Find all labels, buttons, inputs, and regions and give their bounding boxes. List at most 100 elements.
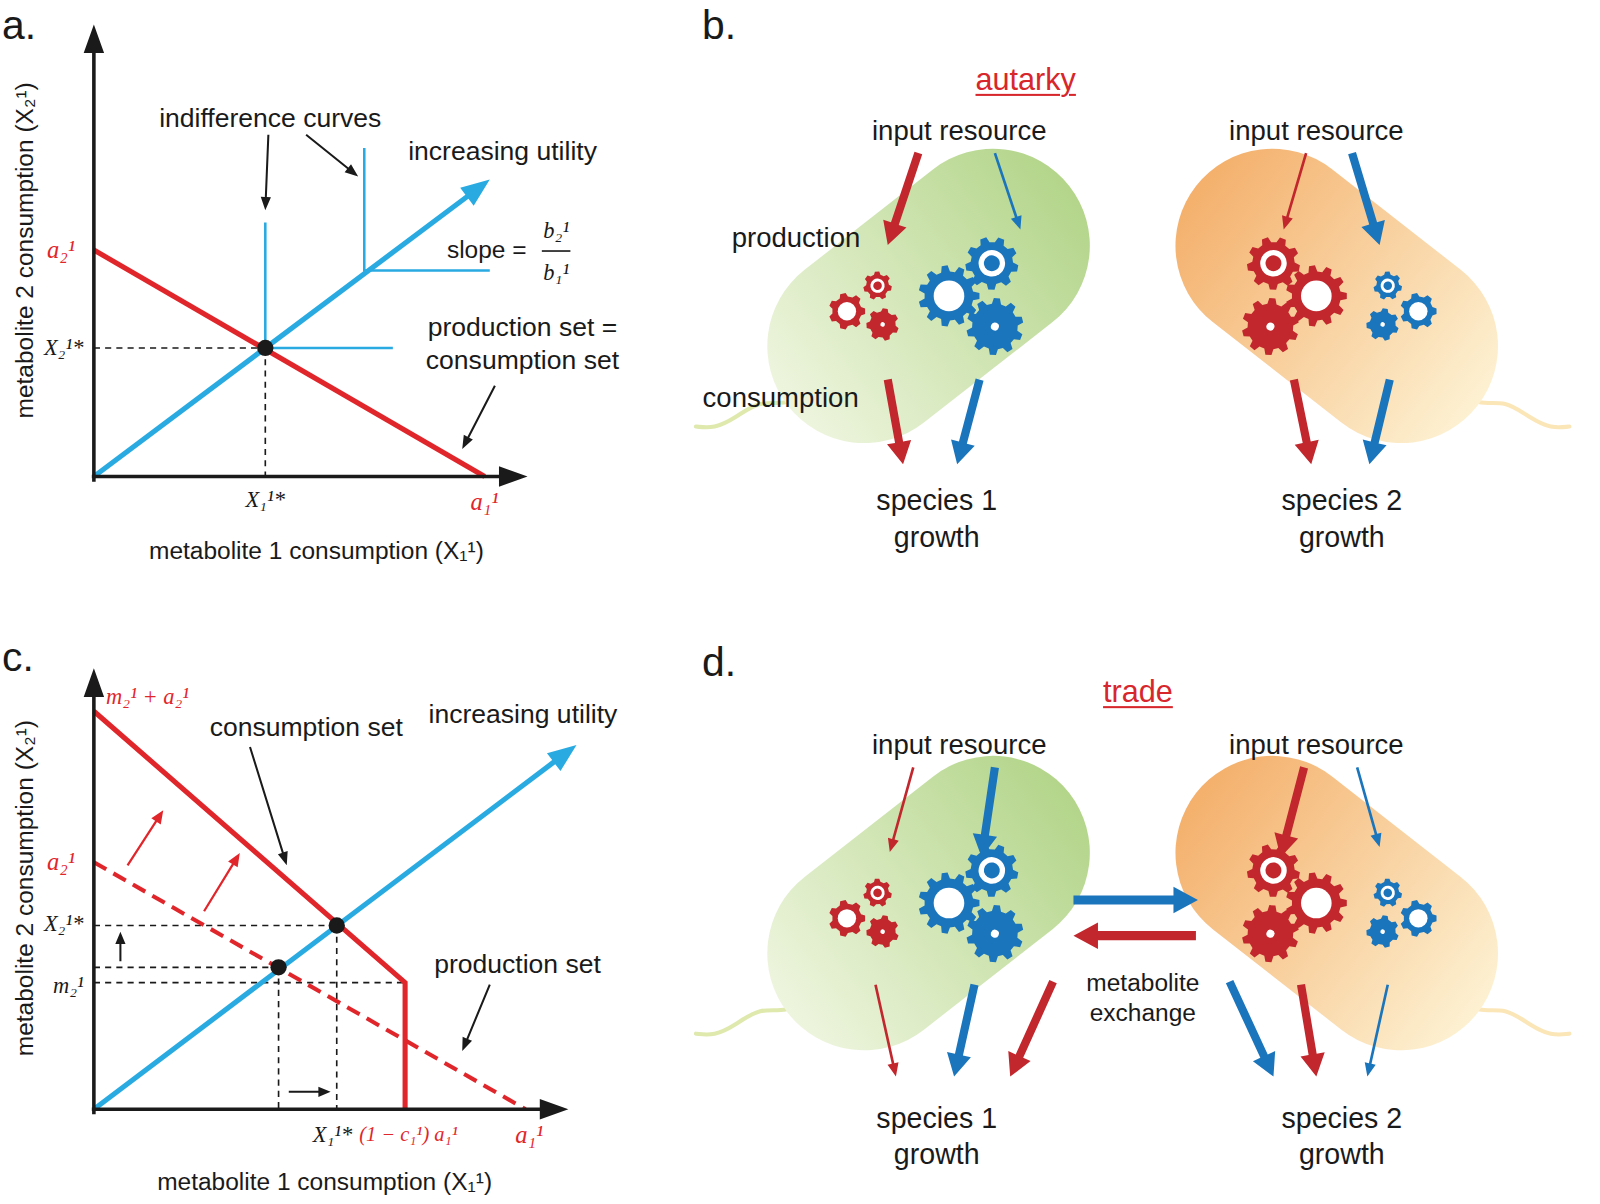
flux-arrow [1274,766,1308,857]
gear-teeth [1234,290,1308,363]
gear-hole [990,928,1000,938]
axis-value: X₁¹* [245,486,284,515]
gear-icon [1362,911,1404,953]
outcome-label: species 2 growth [1255,1100,1428,1173]
panel-letter: a. [2,0,36,51]
guide-line [94,967,279,969]
axis-value: X₂¹* [44,334,83,363]
panel-title: trade [1103,672,1173,711]
gear-icon [1401,293,1437,330]
axis-value: a₁¹ [515,1119,543,1150]
shift-arrow [203,853,240,912]
gear-hole [1301,888,1332,919]
gear-teeth [1401,900,1437,937]
gear-icon [1234,290,1308,363]
guide-line [94,982,405,984]
gear-hub [873,888,883,898]
gear-hole [880,322,886,328]
gear-teeth [861,269,894,302]
flow-label: input resource [1229,113,1404,148]
gear-hole [838,909,856,927]
panel-letter: c. [2,631,34,683]
gear-hole [1379,277,1396,294]
cell-pair [696,717,1569,1090]
gear-teeth [1372,269,1405,302]
gear-teeth [861,876,894,909]
gear-teeth [829,293,865,330]
gear-teeth [961,232,1022,294]
exchange-arrow [1073,922,1195,949]
fraction-denominator: b₁¹ [543,258,569,287]
guide-line [278,967,280,1109]
axis-title: metabolite 2 consumption (X₂¹) [9,720,40,1056]
annotation: indifference curves [159,101,381,135]
gear-teeth [1243,232,1304,294]
axis-title: metabolite 1 consumption (X₁¹) [149,535,484,566]
flux-arrow [1363,379,1394,465]
gear-hole [869,277,886,294]
cell-body [1136,717,1537,1090]
guide-line [94,347,265,349]
flow-label: consumption [703,380,859,415]
gear-hole [1301,281,1332,312]
gear-hole [869,884,886,901]
axis-value: m₂¹ + a₂¹ [106,683,189,712]
panel-letter: b. [702,0,736,51]
gear-teeth [862,304,904,346]
gear-hub [1383,281,1393,291]
gear-icon [961,232,1022,294]
flow-label: input resource [1229,727,1404,762]
utility-arrow [92,745,576,1111]
gear-teeth [961,839,1022,901]
gear-icon [1362,304,1404,346]
gear-hole [934,888,965,919]
flux-arrow [1297,984,1325,1077]
flux-arrow [1290,379,1319,465]
gear-hub [983,254,1002,273]
leader-arrow [305,134,358,177]
gear-teeth [1372,876,1405,909]
gear-hole [1380,322,1386,328]
axis-arrow [92,466,528,486]
gear-icon [958,897,1032,970]
gear-icon [861,269,894,302]
optimum-dot [270,959,286,975]
gear-icon [958,290,1032,363]
outcome-label: species 1 growth [850,1100,1023,1173]
gear-hole [1379,884,1396,901]
gear-teeth [1401,293,1437,330]
flux-arrow [947,984,978,1077]
gear-icon [861,876,894,909]
cell-pair [696,110,1569,483]
gear-hub [1264,254,1283,273]
outcome-label: species 2 growth [1255,483,1428,556]
guide-line [264,348,266,477]
cell-body [728,717,1129,1090]
annotation: increasing utility [408,134,597,168]
axis-value: a₂¹ [47,234,75,265]
flux-arrow [1008,980,1056,1077]
fraction-bar [542,250,571,252]
annotation: production set [434,947,601,981]
gear-icon [1234,897,1308,970]
gear-teeth [958,897,1032,970]
flow-label: input resource [872,727,1047,762]
gear-teeth [1243,839,1304,901]
gear-hub [1383,888,1393,898]
flux-arrow [1365,984,1389,1076]
flux-arrow [1356,767,1382,847]
fraction-numerator: b₂¹ [543,216,569,245]
gear-hub [983,861,1002,880]
axis-value: a₂¹ [47,846,75,877]
annotation: increasing utility [429,697,618,731]
gear-hole [1258,248,1289,279]
gear-teeth [829,900,865,937]
gear-teeth [1234,897,1308,970]
annotation: slope = [447,234,527,265]
flow-label: metabolite exchange [1066,967,1219,1030]
optimum-dot [329,917,345,933]
axis-title: metabolite 2 consumption (X₂¹) [9,82,40,418]
gear-hole [1380,929,1386,935]
flux-arrow [973,767,999,857]
